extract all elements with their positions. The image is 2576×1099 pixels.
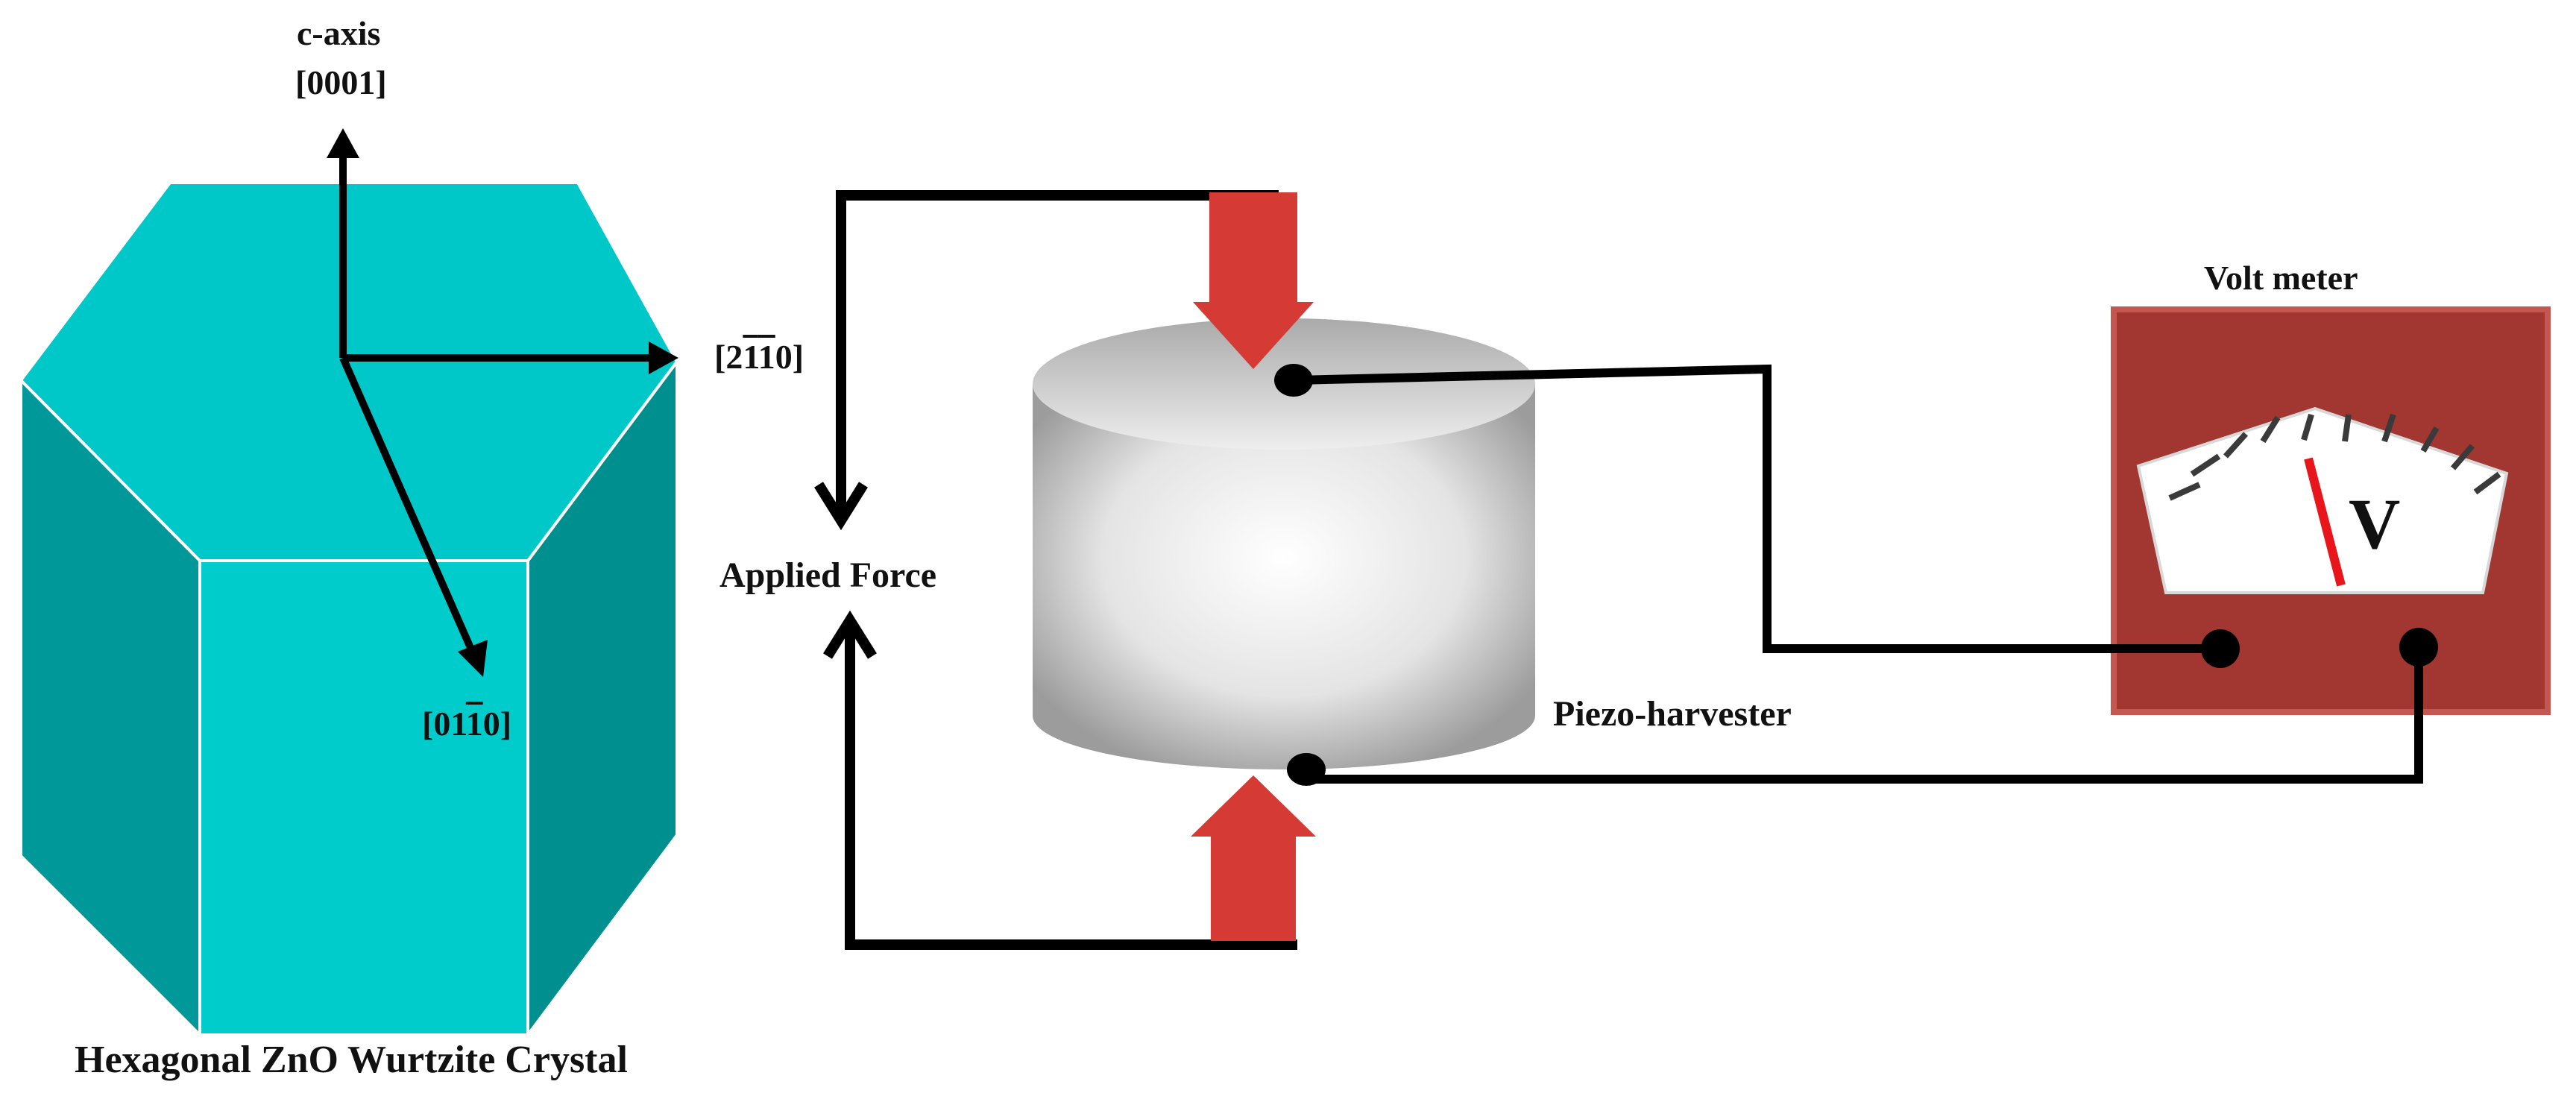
- b-direction-bar: 1: [465, 705, 483, 743]
- b-direction-close: 0]: [482, 705, 512, 743]
- c-axis-index: [0001]: [295, 63, 387, 101]
- wire-top: [1295, 364, 2220, 653]
- terminals: [1274, 364, 2438, 786]
- crystal-axes: [327, 128, 678, 677]
- applied-force-label: Applied Force: [719, 555, 937, 595]
- a-direction-bar1: 1: [743, 338, 758, 376]
- force-loop-bottom: [823, 610, 1297, 950]
- a-direction-open: [2: [714, 338, 743, 376]
- terminal-meter-left: [2201, 629, 2240, 668]
- force-arrow-down: [1193, 192, 1314, 369]
- force-arrow-up: [1191, 775, 1316, 941]
- b-direction-label: [0110]: [422, 707, 511, 741]
- c-axis-label: c-axis: [297, 14, 381, 52]
- hexagonal-crystal: [19, 181, 679, 1040]
- terminal-meter-right: [2399, 628, 2438, 667]
- b-axis-arrow: [339, 356, 478, 658]
- a-direction-label: [2110]: [714, 340, 804, 374]
- a-direction-bar2: 1: [758, 338, 775, 376]
- a-direction-close: 0]: [775, 338, 804, 376]
- crystal-front-face: [198, 559, 529, 1036]
- c-axis-arrowhead: [327, 128, 359, 158]
- b-axis-arrowhead: [458, 640, 488, 677]
- force-loop-top: [814, 190, 1279, 531]
- crystal-caption: Hexagonal ZnO Wurtzite Crystal: [75, 1039, 628, 1081]
- voltmeter-ticks: [2168, 413, 2501, 501]
- piezo-harvester-label: Piezo-harvester: [1553, 694, 1792, 734]
- voltmeter-title: Volt meter: [2204, 259, 2358, 297]
- b-direction-open: [01: [422, 705, 466, 743]
- a-axis-arrowhead: [649, 341, 678, 374]
- cylinder-body: [1033, 384, 1535, 769]
- voltmeter-needle: [2304, 457, 2346, 587]
- terminal-harvester-bottom: [1287, 753, 1326, 786]
- terminal-harvester-top: [1274, 364, 1313, 397]
- voltmeter-unit: V: [2349, 484, 2401, 564]
